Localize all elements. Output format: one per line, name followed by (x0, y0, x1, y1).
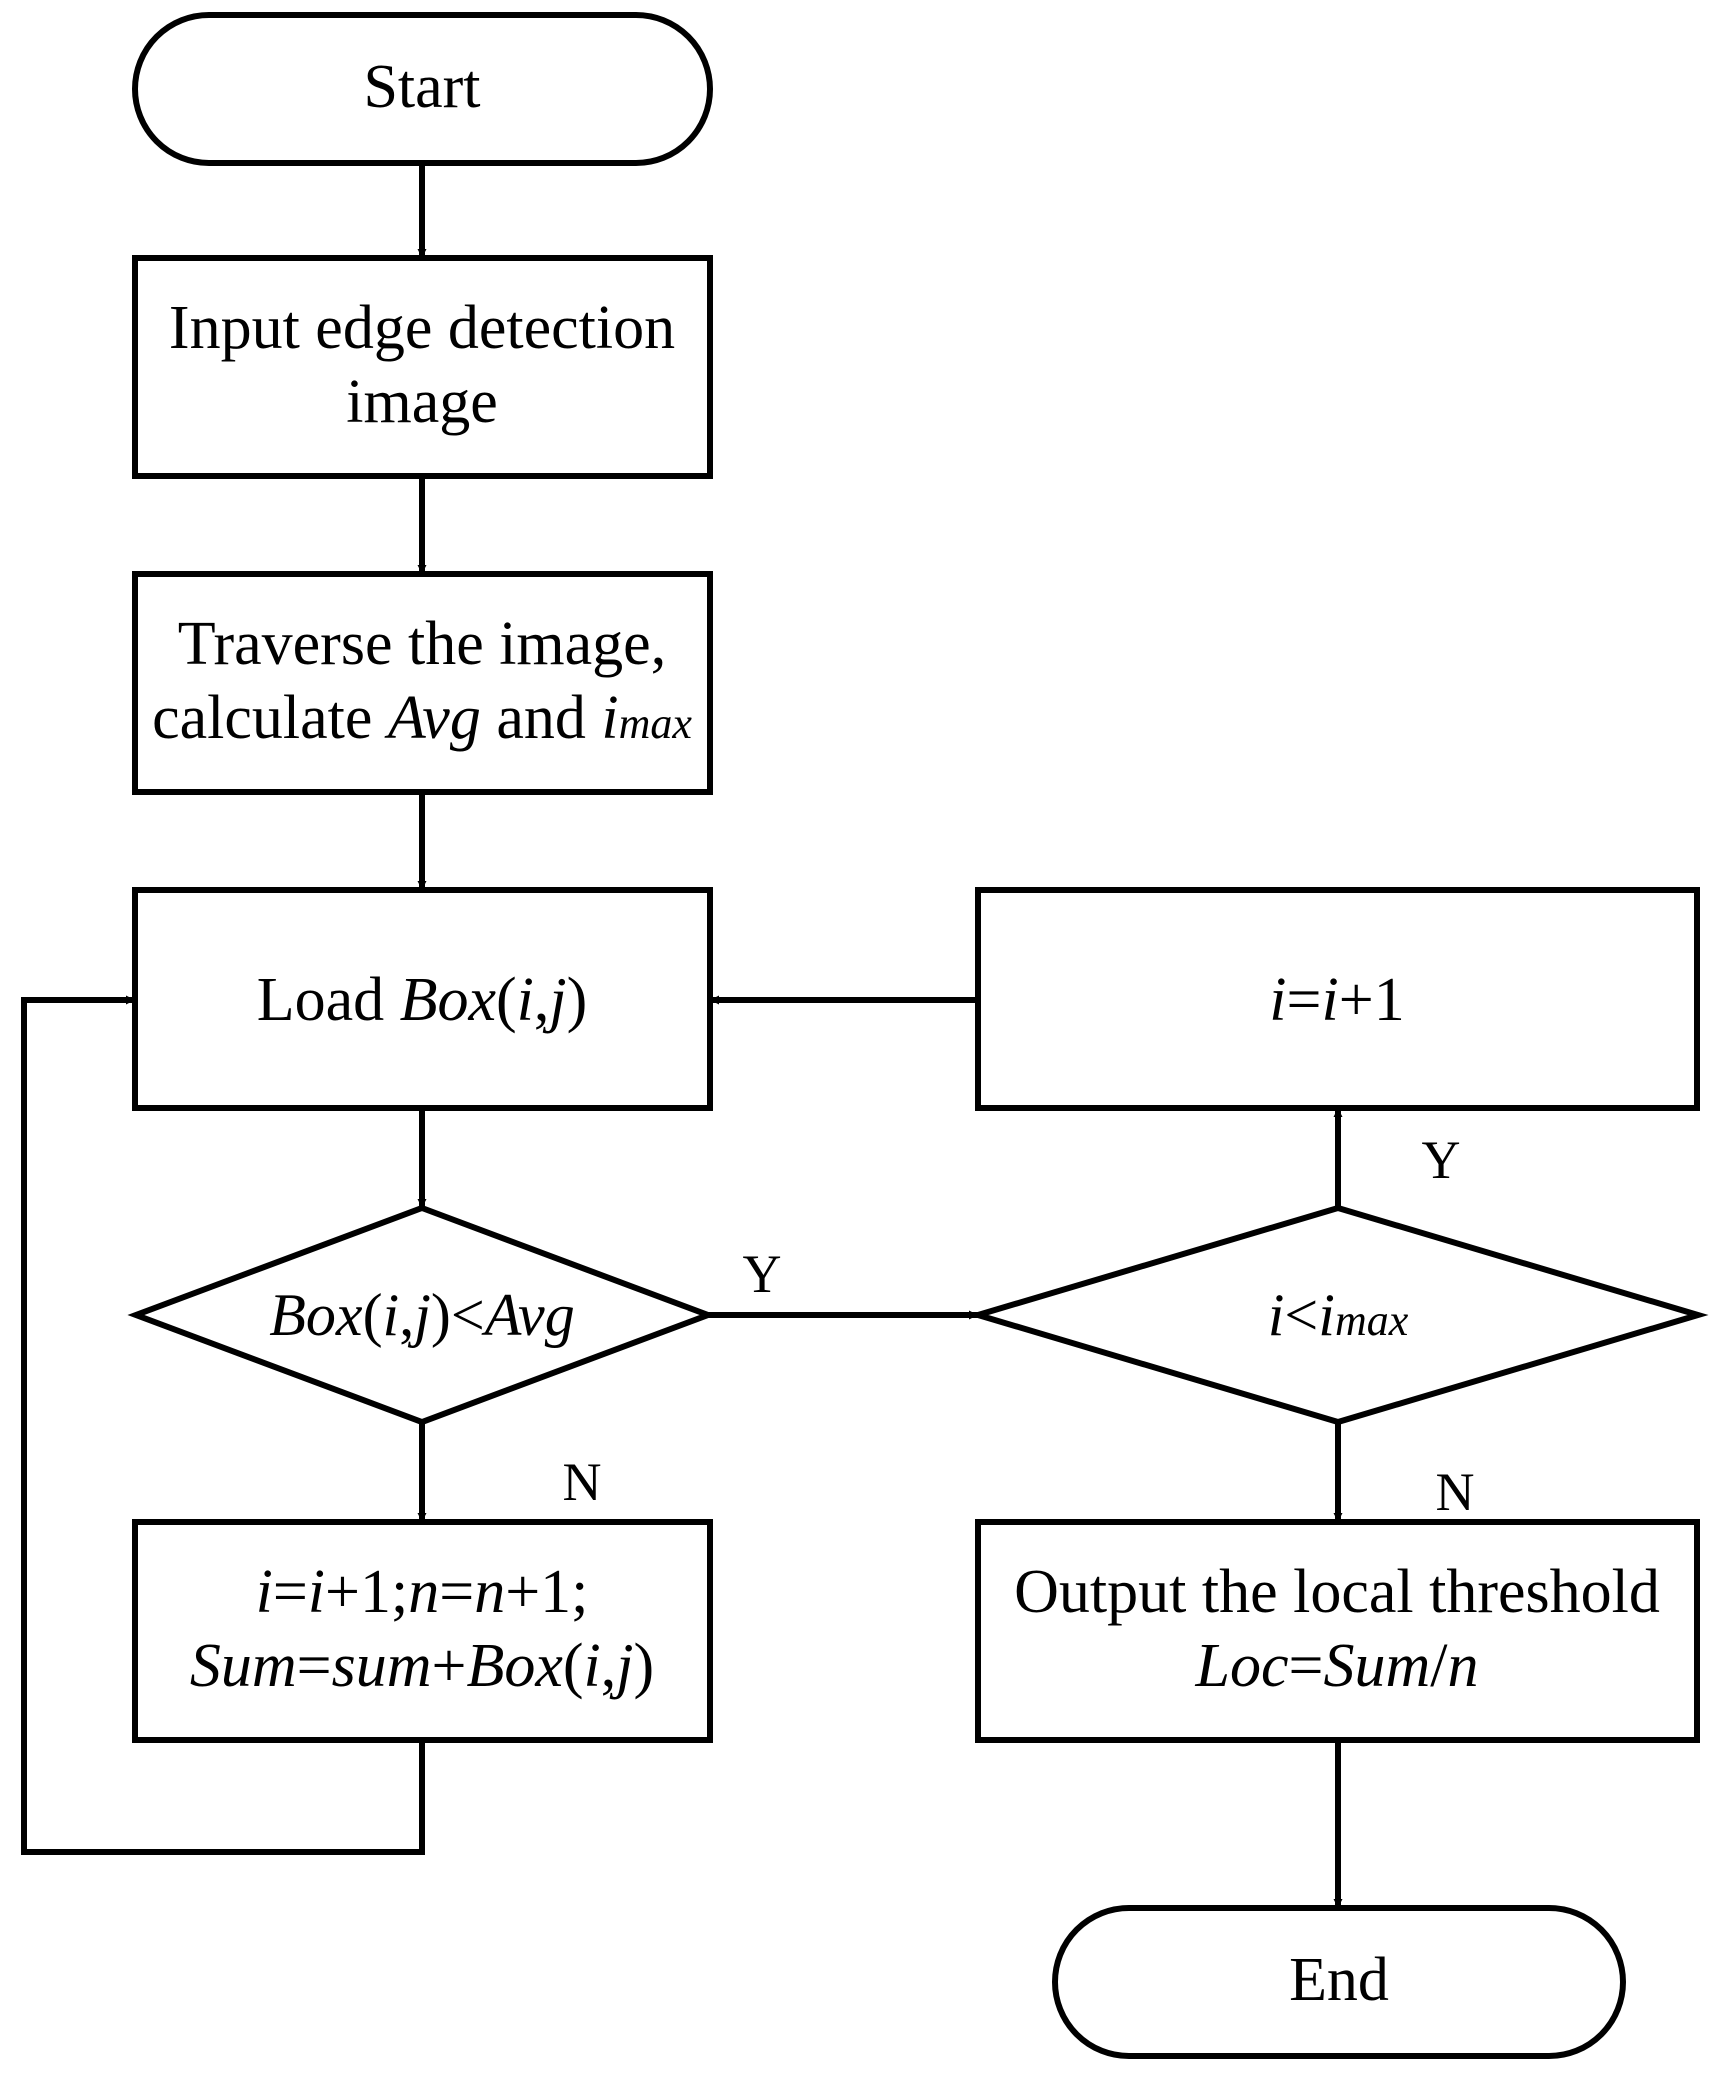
start-label: Start (363, 53, 480, 121)
decision-i-lt-imax: i<imax (967, 1204, 1709, 1426)
decision-box-lt-avg-label: Box(i,j)<Avg (269, 1282, 574, 1348)
branch-label-imax-yes: Y (1422, 1130, 1461, 1190)
traverse-line2: calculate Avg and imax (152, 684, 692, 752)
accumulate-line2: Sum=sum+Box(i,j) (190, 1632, 654, 1700)
decision-i-lt-imax-label: i<imax (1268, 1282, 1409, 1348)
accumulate-line1: i=i+1;n=n+1; (256, 1558, 589, 1626)
end-terminal: End (1052, 1905, 1626, 2059)
output-line1: Output the local threshold (1014, 1558, 1660, 1626)
increment-i-process: i=i+1 (975, 887, 1700, 1111)
end-label: End (1289, 1946, 1389, 2014)
branch-label-imax-no: N (1436, 1462, 1475, 1522)
output-line2: Loc=Sum/n (1195, 1632, 1479, 1700)
traverse-line1: Traverse the image, (178, 610, 666, 678)
load-box-label: Load Box(i,j) (257, 966, 588, 1034)
branch-label-avg-yes: Y (743, 1244, 782, 1304)
load-box-process: Load Box(i,j) (132, 887, 713, 1111)
decision-box-lt-avg: Box(i,j)<Avg (127, 1204, 717, 1426)
input-image-process: Input edge detection image (132, 255, 713, 479)
increment-i-label: i=i+1 (1269, 966, 1404, 1034)
traverse-process: Traverse the image, calculate Avg and im… (132, 571, 713, 795)
branch-label-avg-no: N (563, 1452, 602, 1512)
edge-accumulate-loop-to-load (21, 995, 425, 1855)
input-image-line2: image (346, 368, 498, 436)
output-process: Output the local threshold Loc=Sum/n (975, 1519, 1700, 1743)
start-terminal: Start (132, 12, 713, 166)
accumulate-process: i=i+1;n=n+1; Sum=sum+Box(i,j) (132, 1519, 713, 1743)
input-image-line1: Input edge detection (169, 294, 675, 362)
